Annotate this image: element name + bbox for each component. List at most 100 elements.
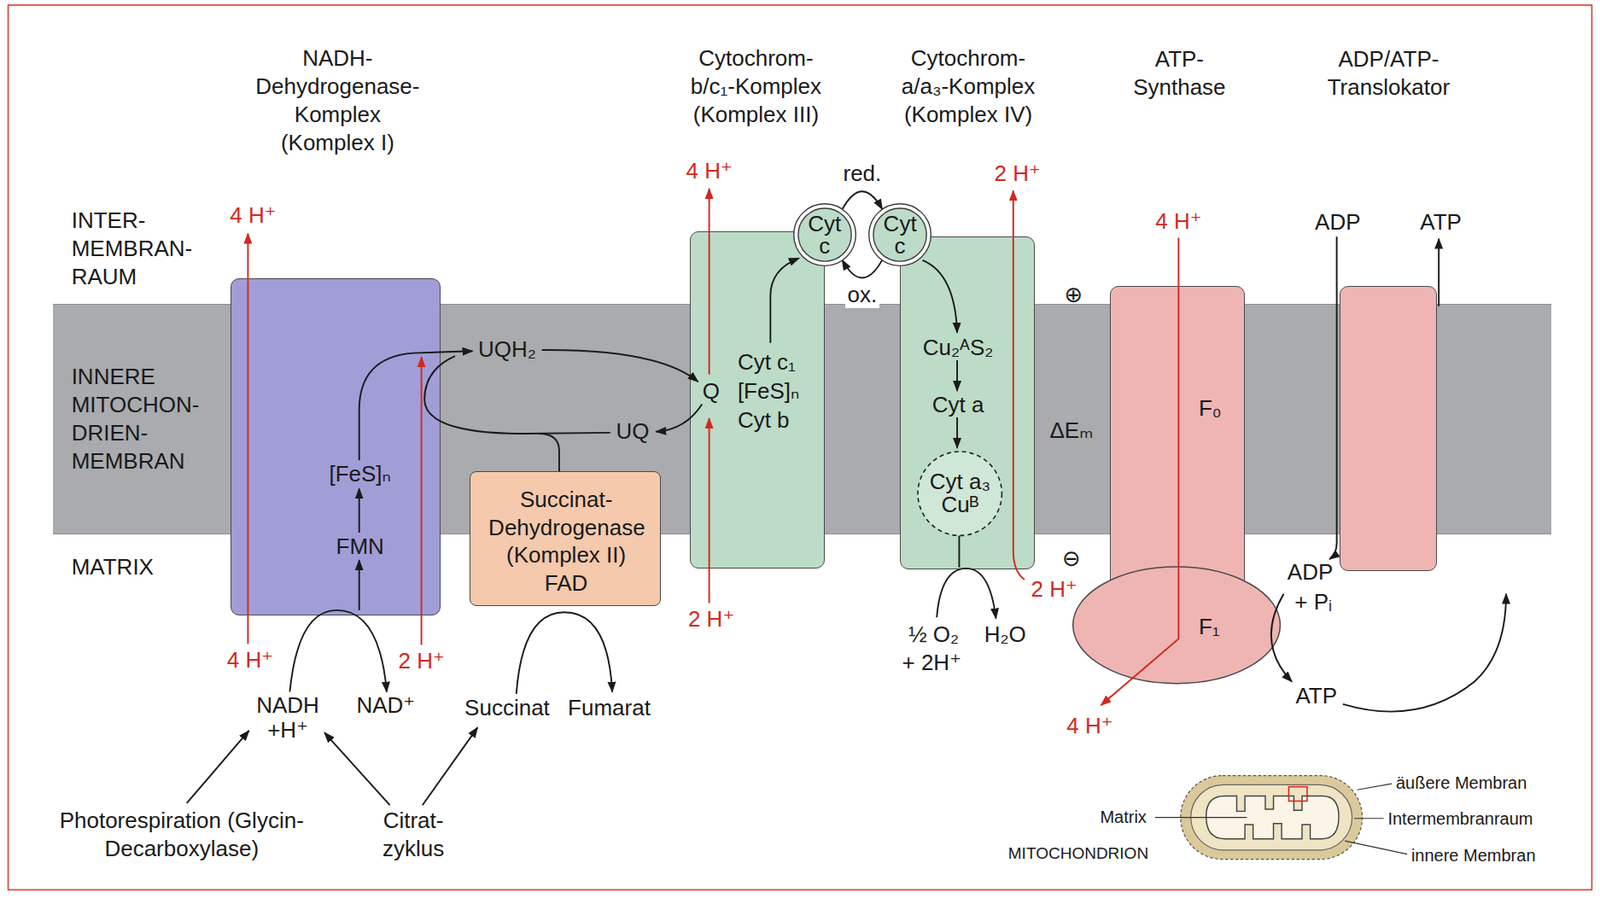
inset-label: äußere Membran <box>1395 772 1527 794</box>
molecule-label: + Pᵢ <box>1294 589 1332 616</box>
inset-title: MITOCHONDRION <box>1008 844 1149 865</box>
molecule-label: NADH <box>256 692 320 719</box>
transport-arrow <box>1343 594 1507 713</box>
cytochrome-label: Cyt c <box>804 212 846 257</box>
source-arrow <box>422 727 479 806</box>
proton-arrow <box>1101 238 1180 707</box>
molecule-label: ATP <box>1295 683 1338 710</box>
transport-arrow <box>1437 239 1440 307</box>
reaction-arc <box>516 612 613 695</box>
charge-symbol: ⊖ <box>1062 545 1081 573</box>
inner-circle <box>873 208 927 262</box>
molecule-label: ADP <box>1287 559 1333 586</box>
leader-line <box>1354 817 1384 819</box>
outer-ring <box>793 204 856 267</box>
reaction-arc <box>289 610 387 693</box>
molecule-label: UQH₂ <box>478 336 537 363</box>
cofactor-label: Cyt a₃ Cuᴮ <box>927 470 993 518</box>
quinone-arrow <box>542 350 699 382</box>
complex-title: NADH- Dehydrogenase- Komplex (Komplex I) <box>245 44 430 158</box>
molecule-label: Succinat <box>464 694 550 722</box>
complex-title: ADP/ATP- Translokator <box>1315 45 1461 102</box>
proton-label: 4 H⁺ <box>229 202 276 229</box>
electron-arrow <box>358 560 361 611</box>
region-label: INNERE MITOCHON- DRIEN- MEMBRAN <box>71 362 213 476</box>
leader-line <box>1344 840 1408 855</box>
redox-arrow <box>841 191 882 210</box>
molecule-label: NAD⁺ <box>356 692 415 719</box>
proton-label: 4 H⁺ <box>1155 208 1202 235</box>
potential-label: ΔEₘ <box>1049 417 1093 444</box>
ellipse-outline <box>1073 566 1281 684</box>
source-label: Photorespiration (Glycin-Decarboxylase) <box>55 806 309 863</box>
molecule-label: +H⁺ <box>267 717 309 744</box>
inset-label: Intermembranraum <box>1387 808 1533 830</box>
inset-label: Matrix <box>1099 806 1146 828</box>
complex-box: NADH- Dehydrogenase- Komplex (Komplex I)… <box>230 278 441 615</box>
charge-symbol: ⊕ <box>1063 281 1083 309</box>
molecule-label: UQ <box>615 418 649 445</box>
edge-label: ox. <box>845 281 881 309</box>
proton-arrow <box>708 188 711 375</box>
proton-label: 2 H⁺ <box>993 160 1040 187</box>
subunit-label: F₀ <box>1198 395 1222 422</box>
proton-arrow <box>708 418 711 603</box>
reaction-arc <box>1271 594 1292 683</box>
complex-title: Succinat- Dehydrogenase (Komplex II) FAD <box>488 485 644 597</box>
region-label: INTER- MEMBRAN- RAUM <box>71 206 209 292</box>
proton-label: 2 H⁺ <box>1030 576 1077 603</box>
electron-line <box>538 433 560 472</box>
source-arrow <box>324 732 390 806</box>
electron-arrow <box>956 417 958 449</box>
inner-circle <box>798 208 852 262</box>
molecule-label: ADP <box>1314 209 1361 236</box>
molecule-label: ½ O₂ <box>908 621 959 649</box>
quinone-site: Q <box>702 378 720 405</box>
leader-line <box>1357 783 1393 790</box>
electron-line <box>957 536 960 568</box>
quinone-cycle <box>424 356 611 434</box>
source-arrow <box>186 730 250 804</box>
electron-arrow <box>922 260 958 333</box>
molecule-label: H₂O <box>984 621 1027 649</box>
electron-arrow <box>956 360 958 392</box>
leader-line <box>1155 817 1248 818</box>
frame <box>8 5 1593 890</box>
reaction-arc <box>936 568 996 619</box>
complex-title: Cytochrom- a/a₃-Komplex (Komplex IV) <box>892 44 1045 129</box>
cytochrome-label: Cyt c <box>879 212 921 257</box>
subunit-label: F₁ <box>1198 613 1221 641</box>
molecule-label: Fumarat <box>567 694 651 722</box>
electron-arrow <box>358 489 361 533</box>
synthase-head: F₁ <box>1071 566 1282 685</box>
proton-label: 2 H⁺ <box>688 606 735 633</box>
translocator-box: ADP/ATP- Translokator <box>1339 286 1437 573</box>
complex-box: Cytochrom- a/a₃-Komplex (Komplex IV)Cu₂ᴬ… <box>899 236 1035 570</box>
molecule-label: ATP <box>1419 209 1462 236</box>
cofactor-label: FMN <box>336 533 385 561</box>
redox-arrow <box>841 260 882 279</box>
shape-outline <box>1071 566 1282 685</box>
transport-arrow <box>1329 236 1337 560</box>
proton-label: 4 H⁺ <box>686 157 733 185</box>
cofactor-label: [FeS]ₙ <box>328 461 392 488</box>
edge-label: red. <box>840 160 884 187</box>
molecule-label: + 2H⁺ <box>901 649 961 677</box>
proton-label: 2 H⁺ <box>398 648 445 675</box>
inset-label: innere Membran <box>1411 845 1536 866</box>
outer-ring <box>869 204 932 267</box>
complex-box: Succinat- Dehydrogenase (Komplex II) FAD <box>469 471 662 607</box>
cofactor-label: Cyt a <box>932 391 985 419</box>
dashed-circle <box>917 451 1002 536</box>
complex-title: ATP- Synthase <box>1123 45 1235 102</box>
proton-label: 4 H⁺ <box>1066 712 1113 740</box>
cofactor-label: Cu₂ᴬS₂ <box>922 334 994 362</box>
electron-arrow <box>359 350 473 461</box>
complex-title: Cytochrom- b/c₁-Komplex (Komplex III) <box>679 44 832 129</box>
cytochrome-circle: Cyt c <box>793 203 857 267</box>
cofactor-label: Cyt c₁ [FeS]ₙ Cyt b <box>737 348 808 435</box>
